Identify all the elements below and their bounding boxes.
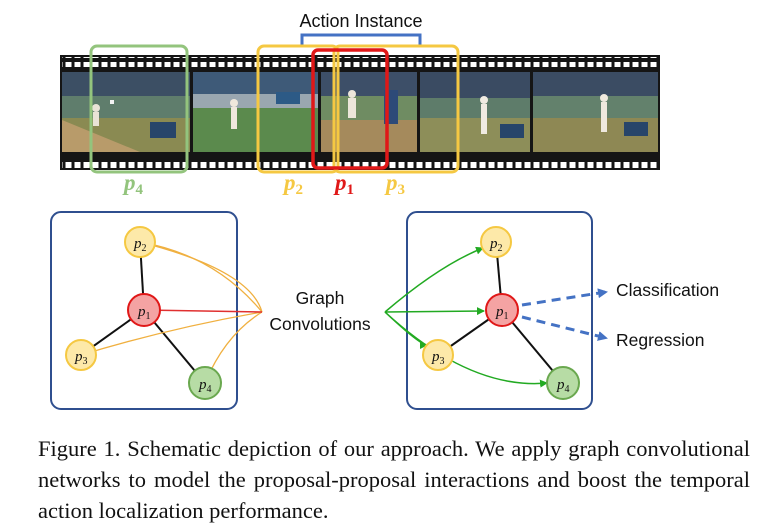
node-p4-before (188, 366, 222, 400)
graph-panel-after: p2 p1 p3 p4 (384, 211, 593, 410)
proposal-box-p4 (89, 44, 189, 174)
label-p2: p2 (282, 170, 303, 198)
svg-text:p1: p1 (137, 304, 151, 322)
film-strip (60, 55, 660, 170)
svg-text:p2: p2 (489, 236, 503, 254)
node-p2-after (480, 226, 512, 258)
video-frame-4 (420, 72, 530, 152)
figure-graphic: Action Instance p4 p2 p1 p3 p2 p1 p3 p4 … (50, 11, 719, 410)
classification-label: Classification (616, 280, 719, 300)
node-p1-after (485, 293, 519, 327)
graph-convolutions-label-line2: Convolutions (269, 314, 370, 334)
figure-caption: Figure 1. Schematic depiction of our app… (38, 436, 750, 523)
node-p4-after (546, 366, 580, 400)
graph-convolutions-label-line1: Graph (296, 288, 345, 308)
label-p4: p4 (122, 170, 144, 198)
regression-label: Regression (616, 330, 705, 350)
video-frame-2 (193, 72, 318, 152)
label-p3: p3 (384, 170, 405, 198)
proposal-box-p1 (311, 48, 389, 170)
svg-text:p3: p3 (431, 349, 445, 367)
svg-text:p2: p2 (133, 236, 147, 254)
graph-panel-before: p2 p1 p3 p4 (50, 211, 263, 410)
node-p2-before (124, 226, 156, 258)
svg-text:p4: p4 (198, 377, 212, 395)
video-frame-5 (533, 72, 658, 152)
node-p1-before (127, 293, 161, 327)
proposal-box-p3 (332, 44, 460, 174)
proposal-box-p2 (256, 44, 340, 174)
action-instance-label: Action Instance (299, 11, 422, 31)
video-frame-1 (62, 72, 190, 152)
svg-text:p3: p3 (74, 349, 88, 367)
svg-text:p1: p1 (495, 304, 509, 322)
label-p1: p1 (333, 170, 354, 198)
svg-text:p4: p4 (556, 377, 570, 395)
node-p3-before (65, 339, 97, 371)
node-p3-after (422, 339, 454, 371)
action-instance-bracket (300, 33, 422, 45)
